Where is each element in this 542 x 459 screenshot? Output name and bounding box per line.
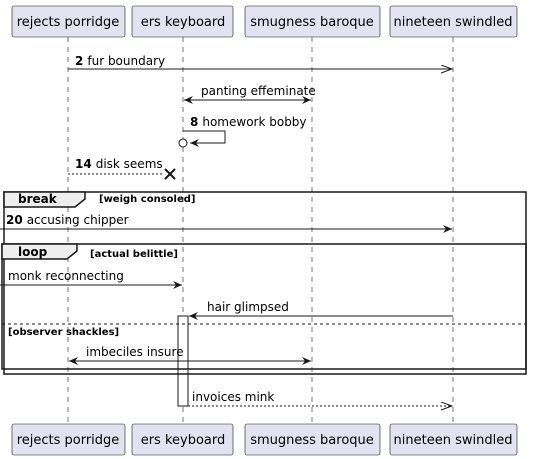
message-label: hair glimpsed: [207, 300, 289, 314]
participant-label: ers keyboard: [141, 433, 226, 448]
fragment-frame: [1, 243, 527, 370]
message-label: invoices mink: [192, 390, 274, 404]
participant-box[interactable]: [131, 423, 234, 456]
participant-label: ers keyboard: [141, 15, 226, 30]
message-invoices-mink: invoices mink: [188, 390, 452, 406]
participant-box[interactable]: [244, 423, 381, 456]
participant-box[interactable]: [11, 423, 126, 456]
fragment-keyword: break: [18, 192, 58, 206]
message-label: panting effeminate: [201, 84, 316, 98]
participant-box[interactable]: [244, 5, 381, 38]
message-panting-effeminate: panting effeminate: [184, 84, 316, 104]
message-monk-reconnecting: monk reconnecting: [0, 269, 182, 289]
fragment-keyword: loop: [18, 245, 48, 259]
destroy-icon: [164, 168, 176, 180]
participants-top: rejects porridge ers keyboard smugness b…: [11, 5, 518, 38]
fragment-loop: loop [actual belittle] [observer shackle…: [1, 243, 527, 370]
participant-box[interactable]: [389, 423, 518, 456]
fragment-condition: [actual belittle]: [90, 249, 178, 260]
participant-box[interactable]: [389, 5, 518, 38]
participant-label: smugness baroque: [250, 433, 374, 448]
message-label: imbeciles insure: [86, 345, 184, 359]
participant-label: rejects porridge: [17, 433, 120, 448]
message-hair-glimpsed: hair glimpsed: [189, 300, 453, 320]
participant-label: nineteen swindled: [394, 15, 513, 30]
participant-label: nineteen swindled: [394, 433, 513, 448]
participant-box[interactable]: [11, 5, 126, 38]
fragment-tab: [1, 243, 78, 260]
fragment-condition: [weigh consoled]: [99, 194, 195, 205]
participant-label: rejects porridge: [17, 15, 120, 30]
lost-message-circle: [178, 138, 188, 148]
participant-box[interactable]: [131, 5, 234, 38]
message-arrow: [183, 130, 226, 147]
fragment-else-condition: [observer shackles]: [8, 327, 119, 338]
participant-label: smugness baroque: [250, 15, 374, 30]
participants-bottom: rejects porridge ers keyboard smugness b…: [11, 423, 518, 456]
message-label: monk reconnecting: [8, 269, 124, 283]
message-imbeciles-insure: imbeciles insure: [69, 345, 311, 365]
fragment-tab: [3, 191, 86, 208]
